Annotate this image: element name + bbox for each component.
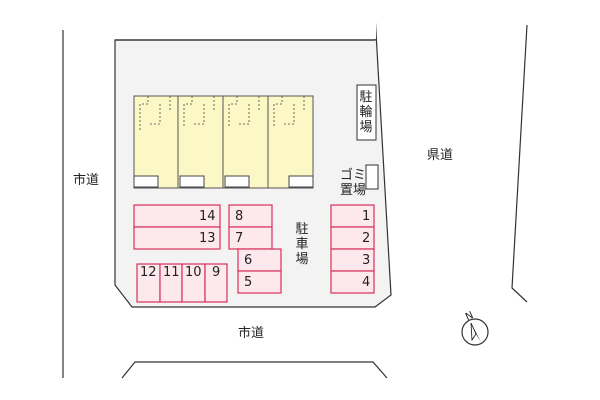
garbage-area-label: ゴミ置場 [339, 168, 366, 198]
parking-space-number: 7 [235, 231, 244, 246]
parking-space-number: 14 [199, 209, 216, 224]
parking-space-9 [204, 263, 228, 303]
parking-space-5 [237, 270, 282, 294]
building-unit [267, 95, 314, 189]
parking-space-number: 8 [235, 209, 244, 224]
bottom-road-label: 市道 [238, 326, 265, 341]
parking-space-number: 6 [244, 253, 253, 268]
parking-space-number: 12 [140, 265, 157, 280]
bicycle-parking-label: 駐輪場 [359, 90, 373, 135]
building-unit [177, 95, 224, 189]
building-unit [133, 95, 179, 189]
building-unit [222, 95, 269, 189]
parking-space-number: 3 [362, 253, 371, 268]
parking-space-number: 1 [362, 209, 371, 224]
parking-space-4 [330, 270, 375, 294]
parking-space-number: 4 [362, 275, 371, 290]
bicycle-parking-area [356, 84, 377, 141]
entry-step [133, 175, 159, 188]
entry-step [224, 175, 250, 188]
parking-label: 駐車場 [295, 222, 309, 267]
garbage-area-box [365, 164, 379, 190]
parking-space-number: 13 [199, 231, 216, 246]
parking-spaces [133, 204, 375, 303]
north-arrow-icon [461, 318, 489, 346]
parking-space-number: 10 [185, 265, 202, 280]
parking-space-number: 9 [212, 265, 221, 280]
apartment-building [133, 95, 314, 189]
right-road-edge [511, 24, 528, 303]
right-road-label: 県道 [427, 148, 454, 163]
entry-step [179, 175, 205, 188]
parking-space-number: 11 [163, 265, 180, 280]
left-road-label: 市道 [73, 173, 100, 188]
parking-space-13 [133, 226, 221, 250]
parking-space-number: 2 [362, 231, 371, 246]
bottom-road-edge [121, 361, 388, 379]
parking-space-number: 5 [244, 275, 253, 290]
entry-step [288, 175, 314, 188]
